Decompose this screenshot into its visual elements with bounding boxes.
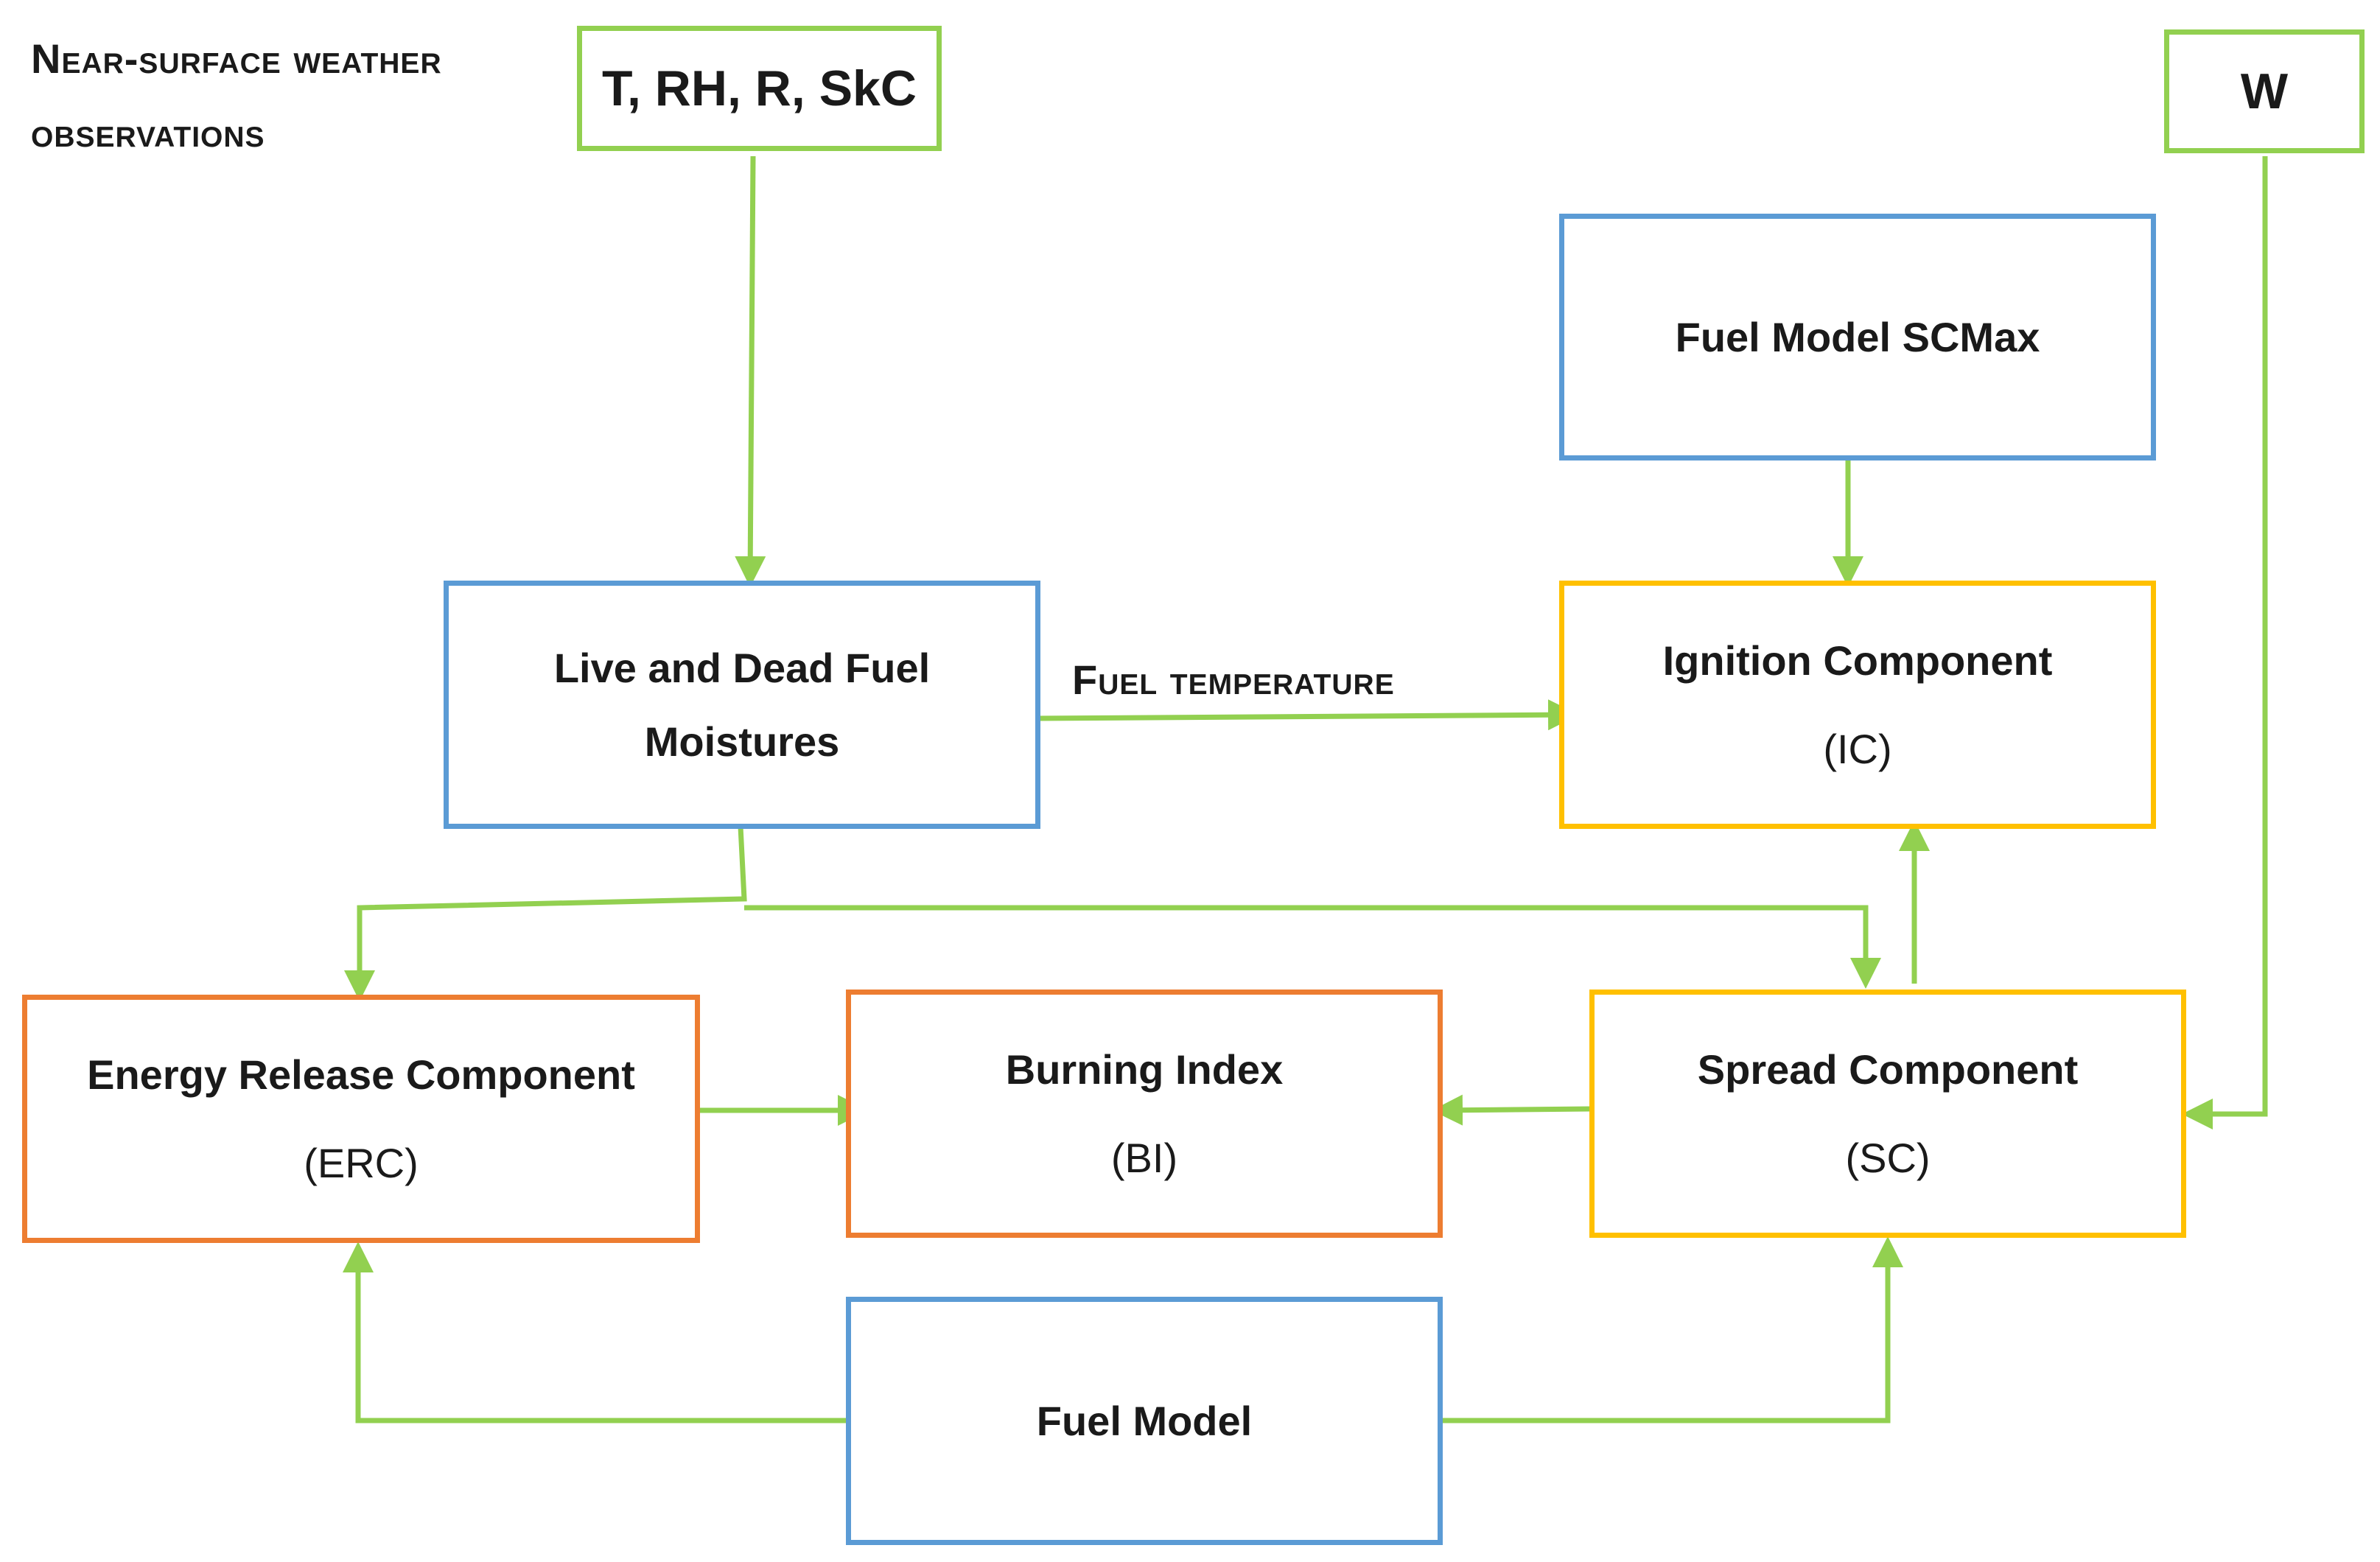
fuel-model-box: Fuel Model (846, 1297, 1443, 1545)
spread-component-abbr: (SC) (1845, 1134, 1931, 1181)
weather-variables-text: T, RH, R, SkC (602, 60, 917, 116)
arrow-fuel-temperature (1037, 699, 1579, 731)
fuel-model-scmax-box: Fuel Model SCMax (1559, 214, 2156, 460)
erc-abbr: (ERC) (304, 1139, 419, 1186)
arrow-wind-to-sc (2182, 156, 2268, 1130)
erc-box: Energy Release Component (ERC) (22, 995, 700, 1243)
fuel-model-scmax-title: Fuel Model SCMax (1675, 313, 2040, 360)
fuel-model-title: Fuel Model (1036, 1397, 1253, 1444)
observations-label: Near-surface weather observations (31, 22, 442, 169)
arrow-moistures-to-sc (744, 905, 1881, 989)
arrow-fuelmodel-to-sc (1439, 1236, 1903, 1423)
wind-box: W (2164, 29, 2365, 153)
burning-index-title: Burning Index (1005, 1046, 1284, 1093)
observations-label-line2: observations (31, 109, 265, 155)
erc-title: Energy Release Component (87, 1051, 635, 1098)
spread-component-box: Spread Component (SC) (1589, 990, 2186, 1238)
burning-index-abbr: (BI) (1110, 1134, 1178, 1181)
fuel-moistures-title-line1: Live and Dead Fuel (553, 644, 931, 691)
ignition-component-abbr: (IC) (1823, 725, 1892, 772)
fuel-moistures-title-line2: Moistures (644, 718, 840, 765)
burning-index-box: Burning Index (BI) (846, 990, 1443, 1238)
arrow-weather-to-moistures (735, 155, 766, 587)
ignition-component-box: Ignition Component (IC) (1559, 581, 2156, 829)
observations-label-line1: Near-surface weather (31, 35, 442, 82)
spread-component-title: Spread Component (1697, 1046, 2079, 1093)
wind-text: W (2240, 63, 2289, 119)
fuel-temperature-label: Fuel temperature (1072, 656, 1395, 703)
arrow-moistures-to-erc (344, 826, 747, 1001)
weather-variables-box: T, RH, R, SkC (577, 26, 942, 151)
fuel-moistures-box: Live and Dead Fuel Moistures (444, 581, 1040, 829)
arrow-sc-to-bi (1432, 1094, 1596, 1126)
ignition-component-title: Ignition Component (1662, 637, 2053, 684)
arrow-fuelmodel-to-erc (343, 1241, 847, 1423)
